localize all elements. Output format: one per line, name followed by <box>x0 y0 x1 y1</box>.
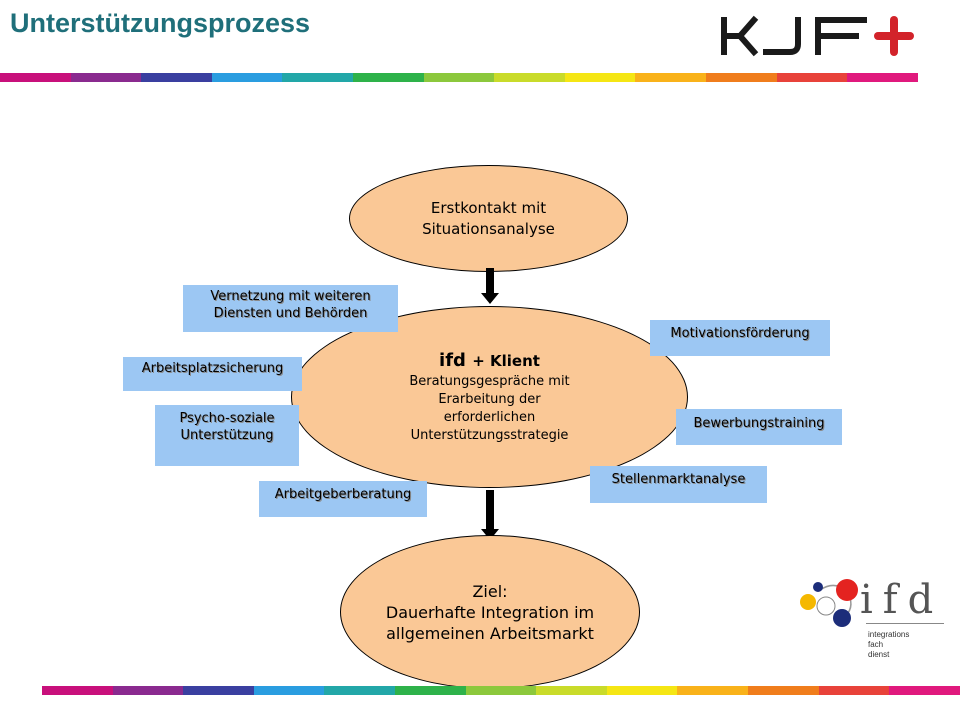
page-title: Unterstützungsprozess <box>10 8 311 38</box>
stripe-segment <box>536 686 607 695</box>
cross-icon <box>874 16 914 56</box>
step-ziel-line2: Dauerhafte Integration im <box>385 602 595 622</box>
stripe-segment <box>677 686 749 695</box>
ifd-circles-icon <box>800 579 858 627</box>
stripe-segment <box>635 73 707 82</box>
stripe-segment <box>564 73 636 82</box>
stripe-segment <box>818 686 890 695</box>
stripe-segment <box>211 73 283 82</box>
step-erstkontakt-line2: Situationsanalyse <box>422 219 555 238</box>
step-beratung-body-line: erforderlichen <box>443 409 536 425</box>
ifd-logo-sub-line: integrations <box>868 630 910 639</box>
stripe-segment <box>395 686 466 695</box>
ifd-logo-divider <box>866 623 944 624</box>
ifd-logo <box>800 579 858 627</box>
box-stellenmarkt-line: Stellenmarktanalyse <box>611 472 746 487</box>
box-arbeitsplatzsicherung-line: Arbeitsplatzsicherung <box>141 361 284 376</box>
box-psycho-soziale-unterstuetzung: Psycho-soziale Unterstützung <box>155 405 299 466</box>
ifd-logo-subtitle: integrations fach dienst <box>868 630 909 660</box>
step-erstkontakt: Erstkontakt mit Situationsanalyse <box>349 165 628 272</box>
stripe-segment <box>494 73 565 82</box>
box-bewerbungstraining: Bewerbungstraining <box>676 409 842 445</box>
stripe-segment <box>889 686 960 695</box>
step-beratung-body: Beratungsgespräche mit Erarbeitung der e… <box>390 373 590 445</box>
stripe-segment <box>748 686 819 695</box>
stripe-segment <box>606 686 678 695</box>
box-vernetzung-line: Vernetzung mit weiteren <box>210 289 371 304</box>
stripe-segment <box>70 73 142 82</box>
kjf-letter-j <box>763 17 801 55</box>
kjf-letter-k <box>721 15 759 57</box>
stripe-segment <box>776 73 848 82</box>
step-ziel-line1: Ziel: <box>472 581 508 601</box>
arrow-down-2 <box>481 490 499 540</box>
stripe-segment <box>353 73 424 82</box>
box-arbeitsplatzsicherung: Arbeitsplatzsicherung <box>123 357 302 391</box>
stripe-segment <box>183 686 254 695</box>
box-motivation-line: Motivationsförderung <box>670 326 810 341</box>
stripe-segment <box>0 73 71 82</box>
stripe-segment <box>141 73 212 82</box>
kjf-logo <box>721 15 914 57</box>
kjf-letter-f <box>815 17 867 55</box>
stripe-segment <box>42 686 113 695</box>
ifd-logo-sub-line: fach <box>868 640 884 649</box>
color-stripe-bottom <box>42 686 960 695</box>
step-beratung-body-line: Erarbeitung der <box>438 391 541 407</box>
box-vernetzung: Vernetzung mit weiteren Diensten und Beh… <box>183 285 398 332</box>
box-stellenmarktanalyse: Stellenmarktanalyse <box>590 466 767 503</box>
step-beratung-body-line: Beratungsgespräche mit <box>409 373 570 389</box>
stripe-segment <box>282 73 354 82</box>
box-arbeitgeberberatung: Arbeitgeberberatung <box>259 481 427 517</box>
step-ziel-line3: allgemeinen Arbeitsmarkt <box>386 623 594 643</box>
box-bewerbung-line: Bewerbungstraining <box>693 416 825 431</box>
step-ziel: Ziel: Dauerhafte Integration im allgemei… <box>340 535 640 689</box>
box-vernetzung-line: Diensten und Behörden <box>213 306 368 321</box>
step-beratung: ifd + Klient Beratungsgespräche mit Erar… <box>291 306 688 488</box>
ifd-logo-sub-line: dienst <box>868 650 890 659</box>
step-beratung-heading: ifd + Klient <box>439 350 540 371</box>
arrow-down-1 <box>481 268 499 304</box>
ifd-logo-letters: ifd <box>860 577 944 623</box>
color-stripe-top <box>0 73 918 82</box>
box-psycho-line: Psycho-soziale <box>179 411 275 426</box>
stripe-segment <box>253 686 325 695</box>
box-psycho-line: Unterstützung <box>180 428 274 443</box>
stripe-segment <box>847 73 918 82</box>
step-beratung-body-line: Unterstützungsstrategie <box>410 427 569 443</box>
box-motivationsfoerderung: Motivationsförderung <box>650 320 830 356</box>
step-erstkontakt-line1: Erstkontakt mit <box>430 198 547 217</box>
stripe-segment <box>465 686 537 695</box>
stripe-segment <box>706 73 777 82</box>
step-beratung-klient: + Klient <box>472 351 540 370</box>
stripe-segment <box>112 686 184 695</box>
stripe-segment <box>423 73 495 82</box>
step-beratung-ifd: ifd <box>439 349 466 371</box>
stripe-segment <box>324 686 396 695</box>
box-arbeitgeber-line: Arbeitgeberberatung <box>274 487 412 502</box>
